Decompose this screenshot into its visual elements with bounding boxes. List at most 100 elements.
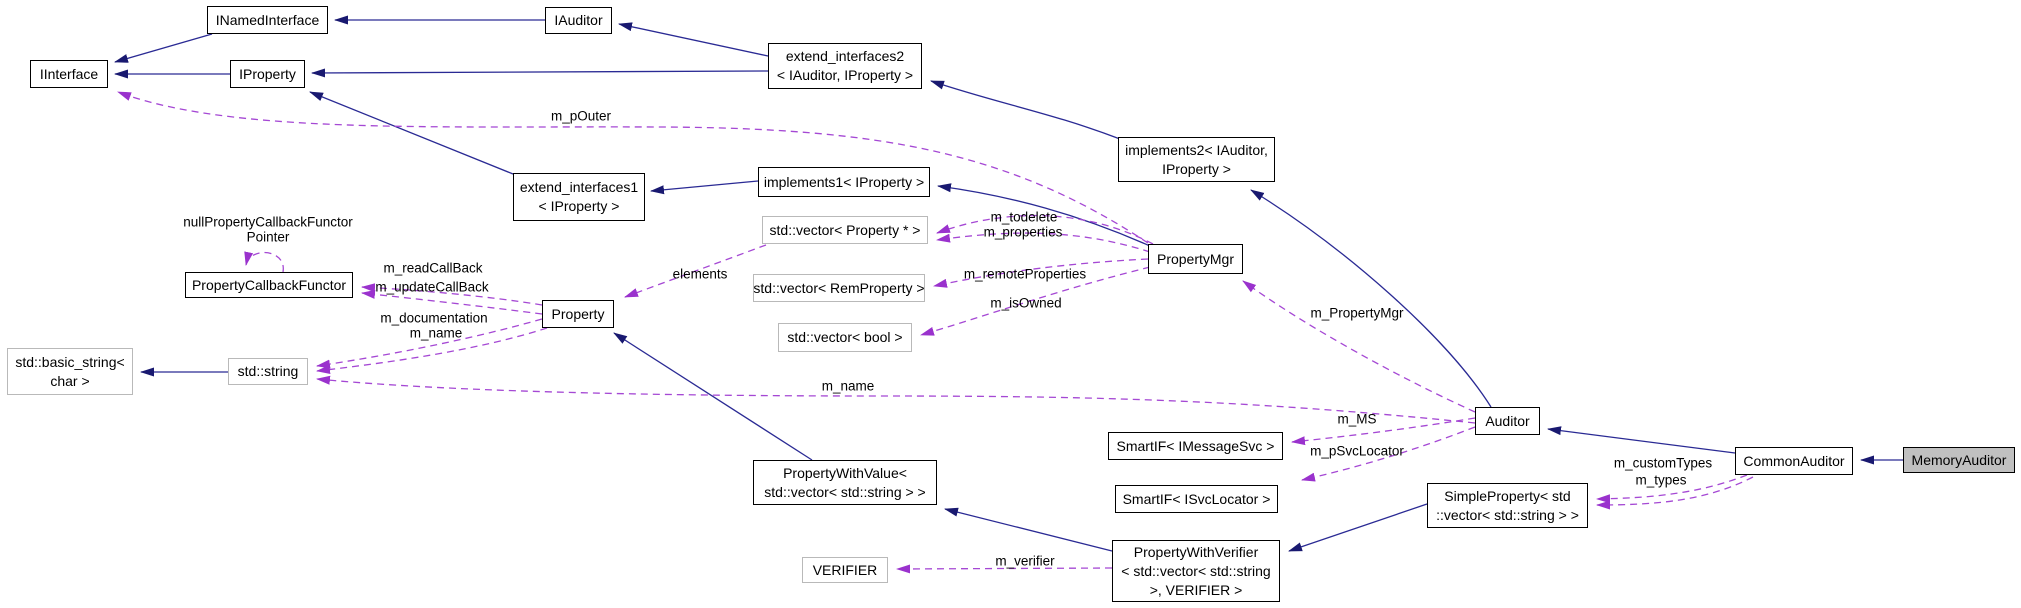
node-vector-property-ptr: std::vector< Property * >	[762, 216, 928, 244]
node-iproperty[interactable]: IProperty	[230, 60, 305, 88]
edge-label-usage-m-properties: m_properties	[983, 224, 1063, 240]
node-iproperty-label: IProperty	[239, 65, 296, 82]
node-propertywithverifier-label: < std::vector< std::string	[1121, 562, 1271, 579]
edge-label-usage-nullpropertycallbackfunctorpointer: nullPropertyCallbackFunctor	[183, 214, 353, 230]
node-extend-interfaces1-label: extend_interfaces1	[519, 179, 639, 195]
edge-usage-m-psvclocator	[1301, 426, 1476, 482]
node-simpleproperty-label: ::vector< std::string > >	[1436, 506, 1579, 523]
edge-usage-m-properties	[936, 232, 1151, 253]
node-propertycallbackfunctor-label: PropertyCallbackFunctor	[191, 276, 347, 293]
edge-inherit-inamedinterface-iinterface	[114, 33, 213, 63]
edge-inherit-propertywithverifier-propertywithvalue	[944, 507, 1113, 552]
node-implements2[interactable]: implements2< IAuditor, IProperty >	[1118, 137, 1275, 182]
node-propertymgr-label: PropertyMgr	[1156, 250, 1235, 267]
edge-label-usage-m-updatecallback: m_updateCallBack	[375, 279, 489, 295]
node-std-string-label: std::string	[237, 363, 299, 379]
edge-usage-m-propertymgr	[1242, 280, 1476, 413]
edge-label-usage-m-name-property: m_name	[409, 325, 463, 341]
node-vector-remproperty: std::vector< RemProperty >	[753, 274, 925, 302]
edge-inherit-implements2-extend-interfaces2	[930, 80, 1121, 140]
node-propertymgr[interactable]: PropertyMgr	[1148, 244, 1243, 274]
node-auditor-label: Auditor	[1485, 412, 1530, 429]
edge-inherit-propertymgr-implements1	[937, 183, 1151, 247]
edge-usage-m-updatecallback	[361, 289, 543, 315]
edge-usage-m-name-auditor	[316, 375, 1476, 424]
edge-label-usage-m-pouter: m_pOuter	[550, 108, 612, 124]
edge-label-usage-nullpropertycallbackfunctorpointer: Pointer	[246, 229, 290, 245]
node-commonauditor[interactable]: CommonAuditor	[1735, 447, 1853, 475]
node-smartif-isvclocator[interactable]: SmartIF< ISvcLocator >	[1115, 485, 1278, 513]
edge-inherit-auditor-implements2	[1250, 189, 1492, 408]
node-vector-bool-label: std::vector< bool >	[787, 329, 903, 345]
node-iinterface[interactable]: IInterface	[30, 60, 108, 88]
edge-inherit-extend-interfaces2-iauditor	[618, 22, 769, 57]
node-iinterface-label: IInterface	[39, 65, 99, 82]
node-simpleproperty-label: SimpleProperty< std	[1444, 487, 1571, 504]
node-propertywithvalue-label: std::vector< std::string > >	[764, 483, 926, 500]
edge-usage-m-name-property	[316, 327, 548, 374]
edge-label-usage-m-ms: m_MS	[1337, 411, 1377, 427]
node-propertywithverifier-label: >, VERIFIER >	[1149, 581, 1243, 598]
node-inamedinterface[interactable]: INamedInterface	[207, 6, 328, 34]
node-implements1-label: implements1< IProperty >	[763, 173, 925, 190]
node-verifier-label: VERIFIER	[812, 561, 878, 578]
node-std-string: std::string	[228, 358, 308, 385]
node-extend-interfaces1[interactable]: extend_interfaces1 < IProperty >	[513, 173, 645, 221]
edge-usage-m-types	[1596, 476, 1754, 510]
edge-inherit-commonauditor-auditor	[1547, 426, 1736, 454]
edge-usage-m-documentation	[316, 318, 543, 369]
node-auditor[interactable]: Auditor	[1475, 407, 1540, 435]
node-extend-interfaces2-label: extend_interfaces2	[785, 48, 905, 64]
edge-usage-elements	[624, 244, 767, 298]
node-std-basic-string: std::basic_string<char >	[7, 348, 133, 395]
edge-usage-m-ms	[1291, 417, 1476, 446]
node-propertywithverifier-label: PropertyWithVerifier	[1133, 543, 1259, 560]
edge-label-usage-m-name-auditor: m_name	[821, 378, 875, 394]
node-propertywithvalue-label: PropertyWithValue<	[783, 464, 907, 481]
edge-label-usage-elements: elements	[672, 266, 728, 282]
node-property-label: Property	[551, 305, 605, 322]
node-propertywithverifier[interactable]: PropertyWithVerifier< std::vector< std::…	[1112, 540, 1280, 602]
node-property[interactable]: Property	[542, 300, 614, 328]
node-implements1[interactable]: implements1< IProperty >	[758, 167, 930, 197]
node-extend-interfaces1-label: < IProperty >	[538, 198, 620, 214]
edge-inherit-extend-interfaces1-iproperty	[309, 91, 514, 175]
node-vector-property-ptr-label: std::vector< Property * >	[769, 221, 921, 238]
node-smartif-imessagesvc[interactable]: SmartIF< IMessageSvc >	[1108, 432, 1283, 460]
edge-label-usage-m-todelete: m_todelete	[990, 209, 1058, 225]
node-extend-interfaces2-label: < IAuditor, IProperty >	[776, 67, 914, 83]
node-verifier: VERIFIER	[802, 557, 888, 583]
node-iauditor-label: IAuditor	[554, 12, 603, 28]
node-inamedinterface-label: INamedInterface	[215, 11, 320, 28]
node-memoryauditor: MemoryAuditor	[1903, 447, 2015, 473]
node-implements2-label: IProperty >	[1162, 160, 1231, 177]
node-vector-remproperty-label: std::vector< RemProperty >	[753, 279, 925, 296]
node-propertywithvalue[interactable]: PropertyWithValue<std::vector< std::stri…	[753, 460, 937, 505]
node-smartif-isvclocator-label: SmartIF< ISvcLocator >	[1122, 490, 1271, 507]
edge-label-usage-m-psvclocator: m_pSvcLocator	[1310, 443, 1404, 459]
edge-usage-m-readcallback	[361, 283, 543, 306]
edge-inherit-propertywithvalue-property	[613, 332, 813, 461]
edge-usage-nullpropertycallbackfunctorpointer	[244, 251, 284, 273]
node-extend-interfaces2[interactable]: extend_interfaces2 < IAuditor, IProperty …	[768, 43, 922, 89]
edge-label-usage-m-isowned: m_isOwned	[990, 295, 1062, 311]
node-std-basic-string-label: std::basic_string<	[15, 353, 125, 370]
edge-inherit-implements1-extend-interfaces1	[650, 180, 759, 195]
edge-label-usage-m-documentation: m_documentation	[380, 310, 488, 326]
node-memoryauditor-label: MemoryAuditor	[1911, 451, 2007, 468]
edge-label-usage-m-types: m_types	[1635, 472, 1687, 488]
edge-usage-m-customtypes	[1596, 474, 1748, 504]
node-iauditor[interactable]: IAuditor	[545, 7, 612, 34]
edge-label-usage-m-verifier: m_verifier	[995, 553, 1055, 569]
edge-label-usage-m-customtypes: m_customTypes	[1613, 455, 1713, 471]
edge-label-usage-m-readcallback: m_readCallBack	[383, 260, 483, 276]
edge-label-usage-m-remoteproperties: m_remoteProperties	[963, 266, 1087, 282]
node-vector-bool: std::vector< bool >	[778, 323, 912, 352]
node-implements2-label: implements2< IAuditor,	[1125, 141, 1268, 158]
edge-usage-m-todelete	[936, 214, 1154, 245]
node-propertycallbackfunctor[interactable]: PropertyCallbackFunctor	[185, 272, 353, 298]
edge-inherit-simpleproperty-propertywithverifier	[1288, 503, 1428, 552]
node-simpleproperty[interactable]: SimpleProperty< std::vector< std::string…	[1427, 483, 1588, 528]
